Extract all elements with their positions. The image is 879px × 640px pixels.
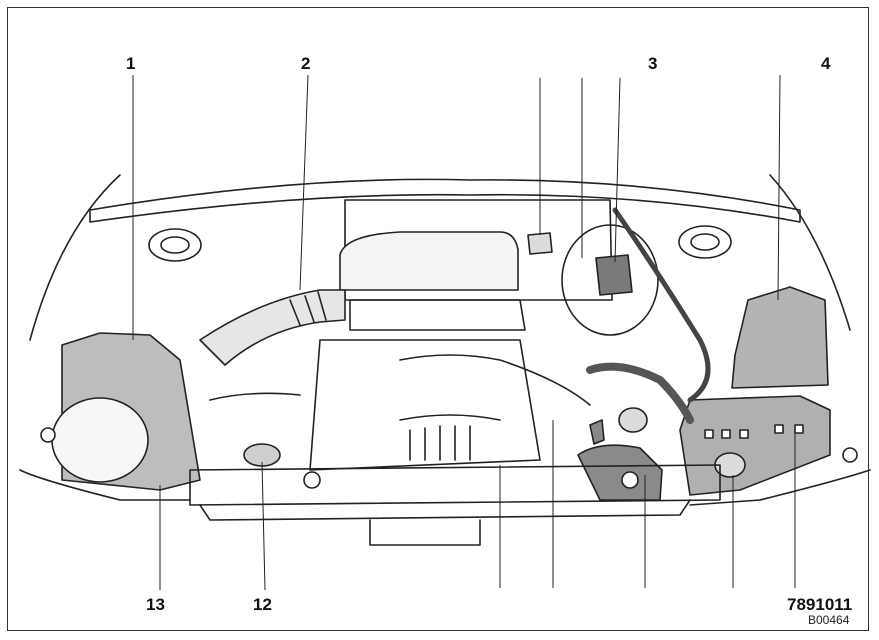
oil-filler-cap xyxy=(618,407,648,433)
figure-frame xyxy=(7,7,869,631)
hood-edge-left xyxy=(29,174,121,341)
image-code: B00464 xyxy=(808,613,850,627)
leader-2 xyxy=(299,74,309,291)
callout-1: 1 xyxy=(126,54,136,73)
air-cleaner-lid xyxy=(51,397,149,483)
fender-left xyxy=(19,469,191,501)
hose-right xyxy=(612,207,711,403)
brake-fluid-reservoir xyxy=(595,254,633,296)
callout-12: 12 xyxy=(253,595,272,614)
hood-edge-right xyxy=(769,174,851,331)
dipstick xyxy=(589,419,605,445)
brake-booster xyxy=(561,224,659,336)
cowl-panel xyxy=(89,178,801,223)
callout-13: 13 xyxy=(146,595,165,614)
battery xyxy=(679,395,831,496)
fuse-box xyxy=(731,286,829,389)
callout-7891011: 7891011 xyxy=(787,595,853,614)
strut-tower-left xyxy=(148,228,202,262)
intake-duct xyxy=(199,289,346,366)
strut-tower-right xyxy=(678,225,732,259)
callout-4: 4 xyxy=(821,54,831,73)
callout-3: 3 xyxy=(648,54,658,73)
callout-2: 2 xyxy=(301,54,311,73)
leader-12 xyxy=(261,461,266,591)
leader-3c xyxy=(614,77,621,263)
top-dipstick xyxy=(527,232,553,255)
radiator-support xyxy=(189,464,721,506)
fender-right xyxy=(689,469,871,506)
coolant-reservoir xyxy=(577,444,663,501)
leader-4 xyxy=(777,74,781,301)
